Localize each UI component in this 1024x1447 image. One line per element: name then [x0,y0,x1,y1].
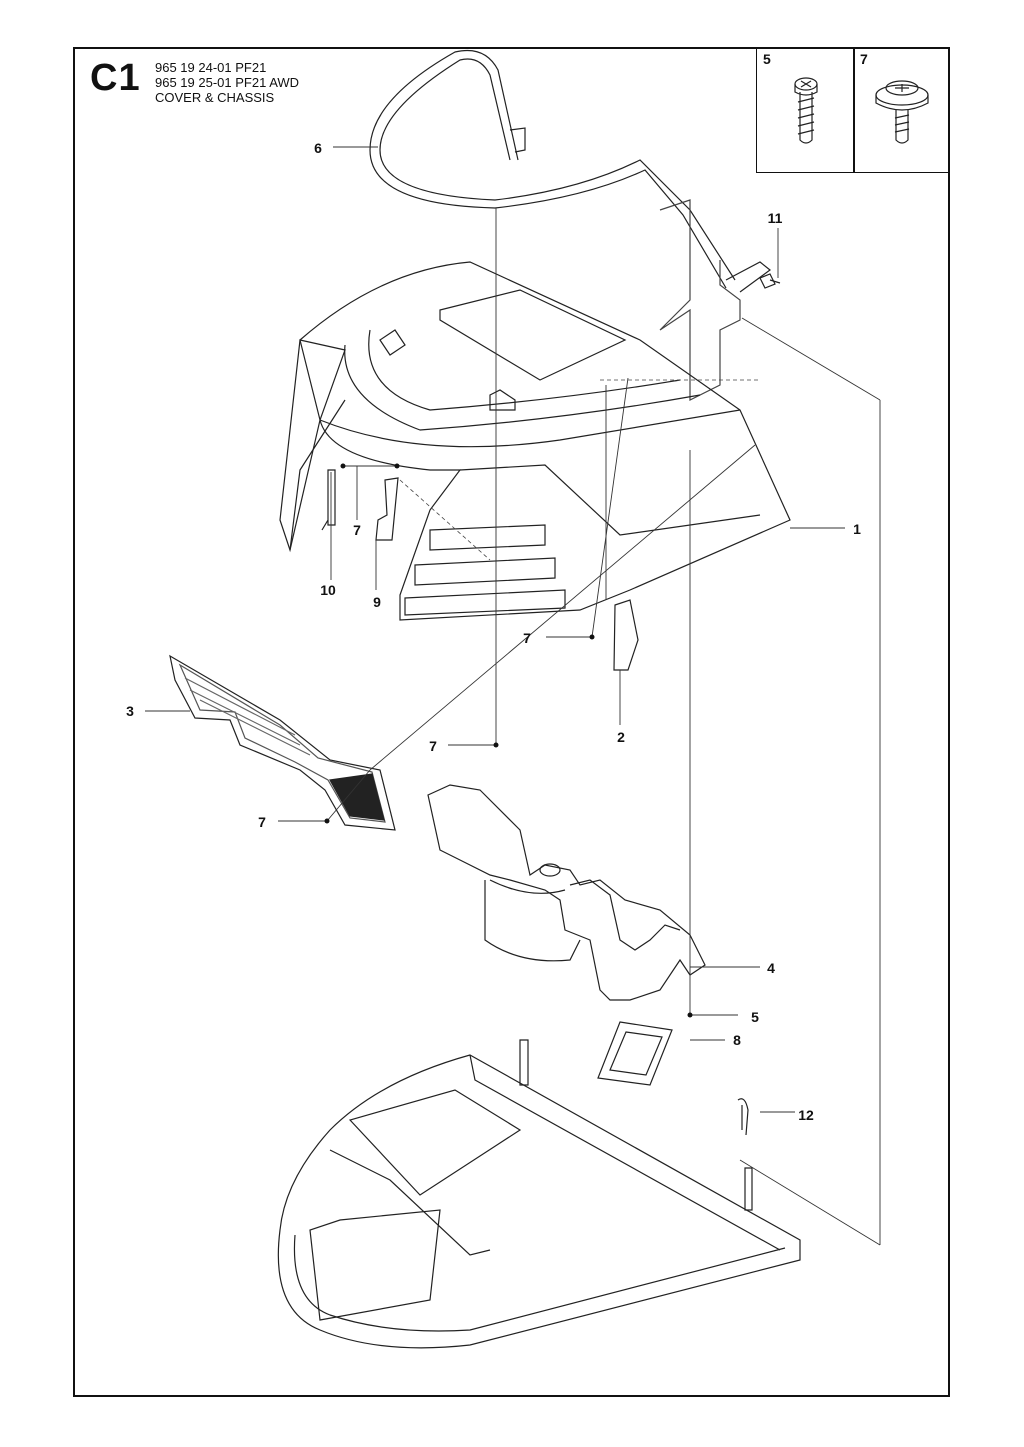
callout-5: 5 [751,1009,759,1025]
bracket-9-part [375,477,399,541]
callout-4: 4 [767,960,775,976]
model-line-2: 965 19 25-01 PF21 AWD [155,75,300,90]
callout-9: 9 [373,594,381,610]
callout-1: 1 [853,521,861,537]
inset-label-5: 5 [763,51,771,67]
callout-7-lower: 7 [258,814,266,830]
callout-7-mid: 7 [523,630,531,646]
callout-8: 8 [733,1032,741,1048]
callout-10: 10 [320,582,336,598]
inset-divider [853,47,855,173]
bracket-10-part [321,469,336,531]
callout-7-upper: 7 [353,522,361,538]
chassis-frame-part [277,1039,801,1349]
break-line [659,199,741,401]
callout-2: 2 [617,729,625,745]
grille-part [169,654,396,831]
handle-bar-part [369,49,771,293]
diagram-frame [73,47,950,1397]
screw-11-part [759,273,781,289]
callout-11: 11 [767,210,783,226]
washer-head-screw-icon [875,80,929,144]
callout-6: 6 [314,140,322,156]
gasket-part [597,1021,673,1086]
leader-dots [324,463,693,1018]
bracket-2-part [613,599,639,671]
leader-lines [145,146,881,1246]
inner-body-part [427,784,706,1001]
cover-part [279,261,791,621]
callout-3: 3 [126,703,134,719]
dashed-guides [399,379,760,561]
model-line-1: 965 19 24-01 PF21 [155,60,267,75]
inset-label-7: 7 [860,51,868,67]
page-code: C1 [90,57,141,99]
section-title: COVER & CHASSIS [155,90,275,105]
callout-7-center: 7 [429,738,437,754]
screw-icon [794,77,818,144]
callout-12: 12 [798,1107,814,1123]
